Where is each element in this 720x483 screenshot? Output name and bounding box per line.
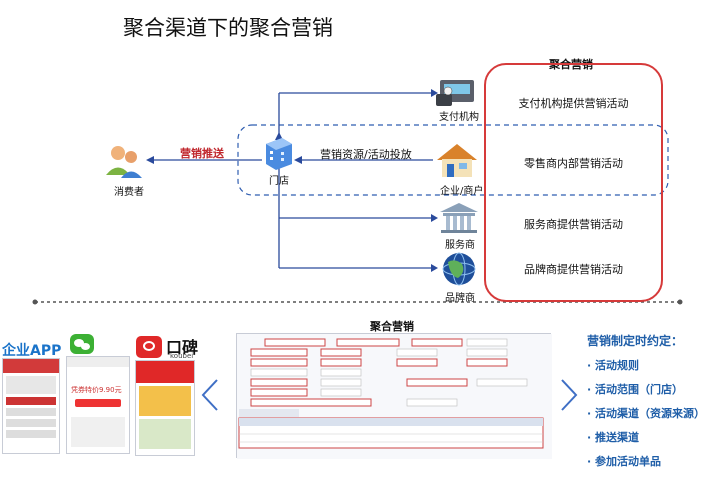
enterprise-app-logo: 企业APP <box>2 343 62 359</box>
service-label: 服务商 <box>445 240 475 251</box>
store-label: 门店 <box>269 176 289 187</box>
store-building-icon <box>266 138 292 170</box>
merchant-label: 企业/商户 <box>440 186 484 197</box>
brand-globe-icon <box>442 252 476 286</box>
koubei-screenshot <box>135 360 195 456</box>
koubei-logo-text: 口碑 <box>166 338 199 357</box>
form-mockup <box>237 334 552 459</box>
payment-terminal-icon <box>436 80 474 106</box>
consumer-icon <box>106 146 142 178</box>
agreement-item: · 活动规则 <box>587 359 640 372</box>
page-title: 聚合渠道下的聚合营销 <box>123 16 333 40</box>
agreement-item: · 参加活动单品 <box>587 455 662 468</box>
koubei-logo-sub: koubei <box>170 352 194 360</box>
chevron-right-icon <box>561 379 578 411</box>
agreement-list: 营销制定时约定： · 活动规则 · 活动范围（门店） · 活动渠道（资源来源） … <box>587 332 705 469</box>
consumer-label: 消费者 <box>114 187 144 198</box>
enterprise-app-screenshot <box>2 358 60 454</box>
resource-label: 营销资源/活动投放 <box>320 148 412 161</box>
wechat-screenshot: 凭券特价9.90元 <box>66 356 130 454</box>
brand-label: 品牌商 <box>445 293 475 304</box>
merchant-house-icon <box>437 144 477 177</box>
koubei-icon <box>136 336 162 358</box>
chevron-left-icon <box>201 379 218 411</box>
panel-item-retailer: 零售商内部营销活动 <box>524 157 623 170</box>
scope-dashed-box <box>237 124 669 196</box>
panel-item-payment: 支付机构提供营销活动 <box>518 97 629 110</box>
agreement-item: · 活动范围（门店） <box>587 383 684 396</box>
marketing-push-label: 营销推送 <box>180 147 224 160</box>
service-provider-icon <box>440 203 478 233</box>
agreement-title: 营销制定时约定： <box>587 334 684 348</box>
agreement-item: · 推送渠道 <box>587 431 640 444</box>
panel-item-brand: 品牌商提供营销活动 <box>524 263 623 276</box>
panel-item-service: 服务商提供营销活动 <box>524 218 623 231</box>
phone-price: 凭券特价9.90元 <box>71 386 122 394</box>
payment-label: 支付机构 <box>439 112 479 123</box>
wechat-icon <box>70 334 94 354</box>
marketing-form-screenshot <box>236 333 552 459</box>
aggregated-marketing-panel <box>484 63 663 302</box>
agreement-item: · 活动渠道（资源来源） <box>587 407 706 420</box>
bottom-title: 聚合营销 <box>370 320 414 333</box>
